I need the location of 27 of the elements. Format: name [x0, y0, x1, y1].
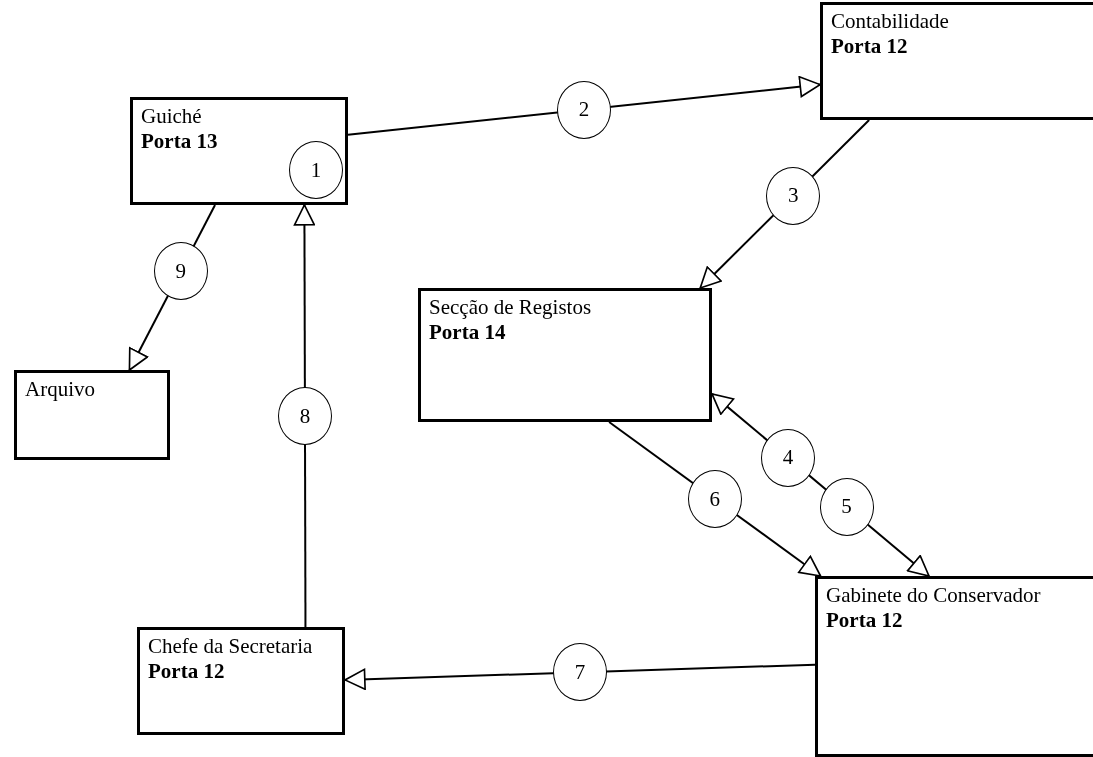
edge-label: 2 — [557, 80, 611, 139]
room-name: Gabinete do Conservador — [826, 583, 1042, 609]
room-name: Contabilidade — [831, 9, 950, 35]
room-name: Arquivo — [25, 377, 96, 403]
edge-label: 6 — [687, 470, 742, 528]
door-number: Porta 12 — [831, 34, 909, 60]
room-box — [14, 370, 170, 460]
door-number: Porta 12 — [826, 608, 904, 634]
step-number: 5 — [819, 477, 874, 536]
edge-label: 9 — [153, 242, 208, 300]
edge-label: 3 — [766, 166, 821, 225]
room-box — [418, 288, 712, 422]
room-box — [130, 97, 348, 205]
room-name: Secção de Registos — [429, 295, 593, 321]
edge-label: 8 — [277, 387, 332, 445]
room-box — [820, 2, 1093, 120]
arrow — [344, 663, 816, 690]
room-box — [815, 576, 1093, 757]
room-name: Guiché — [141, 104, 203, 130]
door-number: Porta 12 — [148, 659, 226, 685]
arrow — [347, 76, 821, 136]
door-number: Porta 13 — [141, 129, 219, 155]
edge-label: 7 — [553, 643, 607, 702]
room-name: Chefe da Secretaria — [148, 634, 314, 660]
edge-label: 4 — [760, 428, 815, 487]
room-box — [137, 627, 345, 735]
door-number: Porta 14 — [429, 320, 507, 346]
